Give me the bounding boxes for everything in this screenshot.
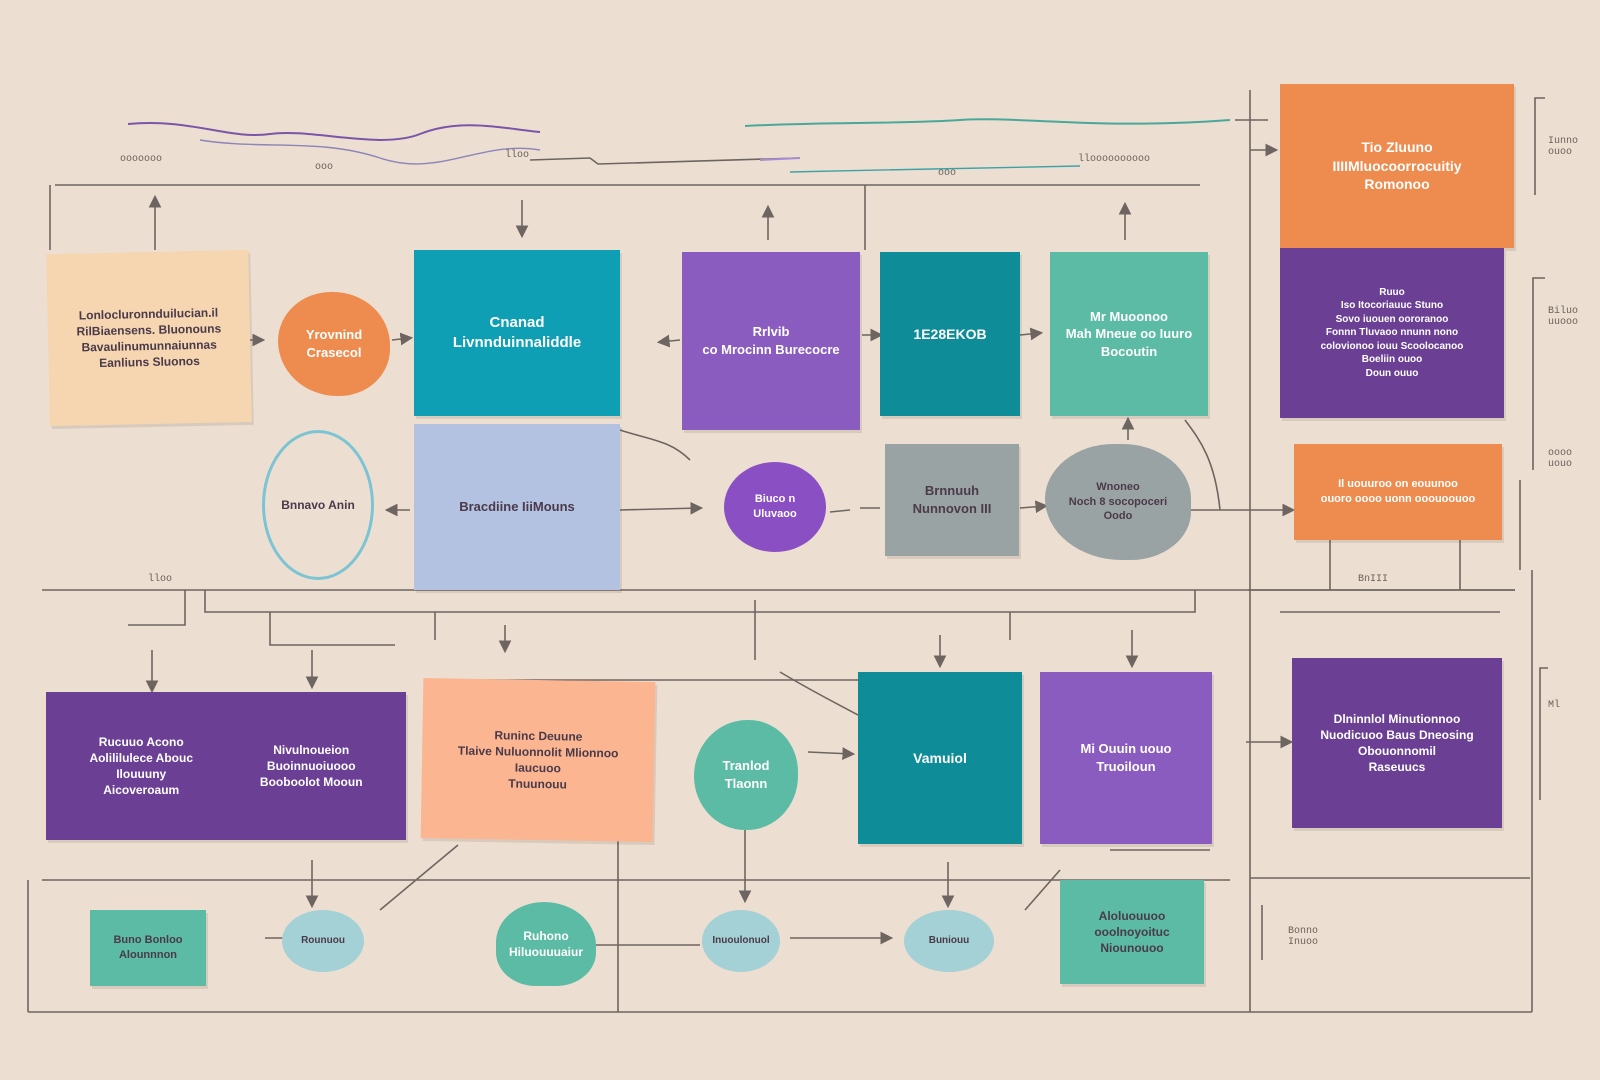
label-bottom-right: Bonno Inuoo	[1288, 926, 1319, 948]
purple-blob-small: Biuco n Uluvaoo	[724, 462, 826, 552]
purple-box-bottom-left: Rucuuo Acono Aolililulece Abouc Ilouuuny…	[46, 692, 406, 840]
teal-code-box: 1E28EKOB	[880, 252, 1020, 416]
label-right-2: Biluo uuooo	[1548, 306, 1579, 328]
gray-blob: Wnoneo Noch 8 socopoceri Oodo	[1045, 444, 1191, 560]
orange-box-top-right: Tio Zluuno IIIIMluocoorrocuitiy Romonoo	[1280, 84, 1514, 248]
label-top-1: ooooooo	[120, 154, 163, 165]
ring-node: Bnnavo Anin	[262, 430, 374, 580]
purple-box-right: Ruuo Iso Itocoriauuc Stuno Sovo iuouen o…	[1280, 248, 1504, 418]
label-right-1: Iunno ouoo	[1548, 136, 1579, 158]
purple-box-bottom-left-col-a: Rucuuo Acono Aolililulece Abouc Ilouuuny…	[89, 734, 194, 798]
mint-small-box: Buno Bonloo Alounnnon	[90, 910, 206, 986]
mint-blob-2: Ruhono Hiluouuuaiur	[496, 902, 596, 986]
mint-blob-node: Tranlod Tlaonn	[694, 720, 798, 830]
gray-box: Brnnuuh Nunnovon III	[885, 444, 1019, 556]
orange-blob-node: Yrovnind Crasecol	[278, 292, 390, 396]
orange-box-mid-right: Il uouuroo on eouunoo ouoro oooo uonn oo…	[1294, 444, 1502, 540]
light-blue-blob-2: Inuoulonuol	[702, 910, 780, 972]
label-top-4: ooo	[938, 168, 957, 179]
label-top-2: ooo	[315, 162, 334, 173]
label-top-3: lloo	[505, 150, 530, 161]
peach-box-top-left: Lonlocluronnduilucian.il RilBiaensens. B…	[46, 249, 252, 427]
mint-box-bottom-right: Aloluouuoo ooolnoyoituc Niounouoo	[1060, 880, 1204, 984]
salmon-box: Runinc Deuune Tlaive Nuluonnolit Mlionno…	[420, 677, 656, 843]
label-right-3: oooo uouo	[1548, 448, 1573, 470]
label-mid-2: BnIII	[1358, 574, 1389, 585]
light-blue-blob-1: Rounuou	[282, 910, 364, 972]
label-mid-1: lloo	[148, 574, 173, 585]
purple-box-bottom-mid: Mi Ouuin uouo Truoiloun	[1040, 672, 1212, 844]
purple-box-bottom-left-col-b: Nivulnoueion Buoinnuoiuooo Booboolot Moo…	[259, 742, 363, 790]
lavender-box: Bracdiine IiiMouns	[414, 424, 620, 590]
purple-main-box: Rrlvib co Mrocinn Burecocre	[682, 252, 860, 430]
label-right-4: Ml	[1548, 700, 1561, 711]
light-blue-blob-3: Buniouu	[904, 910, 994, 972]
purple-box-bottom-right: Dlninnlol Minutionnoo Nuodicuoo Baus Dne…	[1292, 658, 1502, 828]
teal-box-bottom: Vamuiol	[858, 672, 1022, 844]
label-top-5: lloooooooooo	[1078, 154, 1151, 165]
mint-box-top: Mr Muoonoo Mah Mneue oo Iuuro Bocoutin	[1050, 252, 1208, 416]
teal-main-box: Cnanad Livnnduinnaliddle	[414, 250, 620, 416]
